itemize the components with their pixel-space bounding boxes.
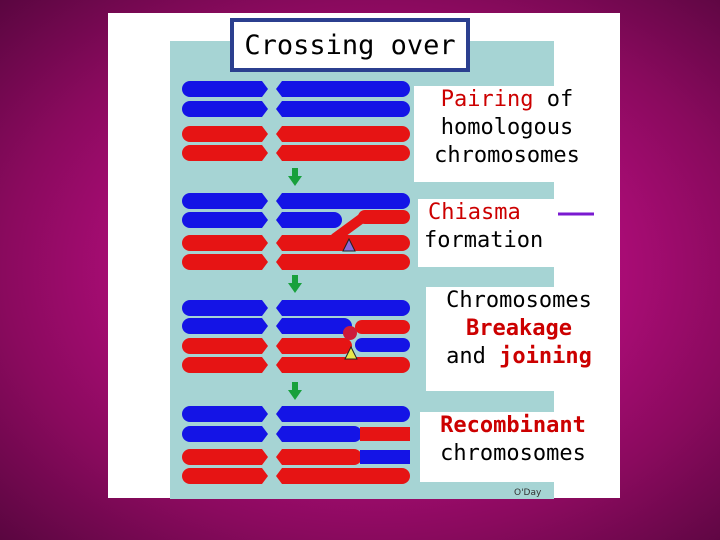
- blue-chromosome: [182, 101, 410, 117]
- step-arrow-icon: [288, 275, 302, 293]
- red-chromosome: [355, 320, 410, 334]
- blue-segment: [360, 450, 410, 464]
- chiasma-marker: [342, 237, 356, 252]
- highlight-text: Breakage: [466, 316, 572, 341]
- stage-3-breakage: [182, 300, 410, 373]
- label-text: Chromosomes: [446, 288, 592, 313]
- blue-chromosome: [182, 212, 342, 228]
- title-box: Crossing over: [230, 18, 470, 72]
- label-text: chromosomes: [434, 143, 580, 168]
- centromeres: [262, 81, 282, 484]
- label-text: chromosomes: [440, 441, 586, 466]
- red-chromosome: [182, 338, 352, 354]
- junction-point: [343, 326, 357, 340]
- step-label-breakage: Chromosomes Breakage and joining: [426, 287, 612, 391]
- step-label-chiasma: Chiasma formation: [418, 199, 558, 267]
- label-text: and: [446, 344, 500, 369]
- red-chromosome: [182, 145, 410, 161]
- highlight-text: joining: [499, 344, 592, 369]
- highlight-text: Recombinant: [440, 413, 586, 438]
- breakage-marker: [344, 345, 358, 360]
- step-arrow-icon: [288, 168, 302, 186]
- red-chromosome: [182, 235, 410, 251]
- stage-1-pairing: [182, 81, 410, 161]
- label-text: homologous: [440, 115, 574, 140]
- blue-chromosome: [182, 81, 410, 97]
- blue-chromosome: [182, 300, 410, 316]
- highlight-text: Chiasma: [428, 200, 521, 225]
- page-title: Crossing over: [244, 29, 456, 61]
- label-text: of: [533, 87, 574, 112]
- blue-chromosome: [182, 193, 410, 209]
- blue-chromosome: [182, 406, 410, 422]
- red-segment: [360, 427, 410, 441]
- step-label-pairing: Pairing of homologous chromosomes: [414, 86, 600, 182]
- step-arrow-icon: [288, 382, 302, 400]
- blue-chromosome: [182, 318, 352, 334]
- step-label-recombinant: Recombinant chromosomes: [420, 412, 606, 482]
- blue-chromosome: [355, 338, 410, 352]
- red-chromosome: [182, 357, 410, 373]
- stage-2-chiasma: [182, 193, 410, 270]
- highlight-text: Pairing: [440, 87, 534, 112]
- red-chromosome: [182, 126, 410, 142]
- label-text: formation: [424, 228, 544, 253]
- red-chromosome: [358, 210, 410, 224]
- red-chromosome: [182, 468, 410, 484]
- author-credit: O'Day: [514, 488, 542, 498]
- red-chromosome: [182, 254, 410, 270]
- stage-4-recombinant: [182, 406, 410, 484]
